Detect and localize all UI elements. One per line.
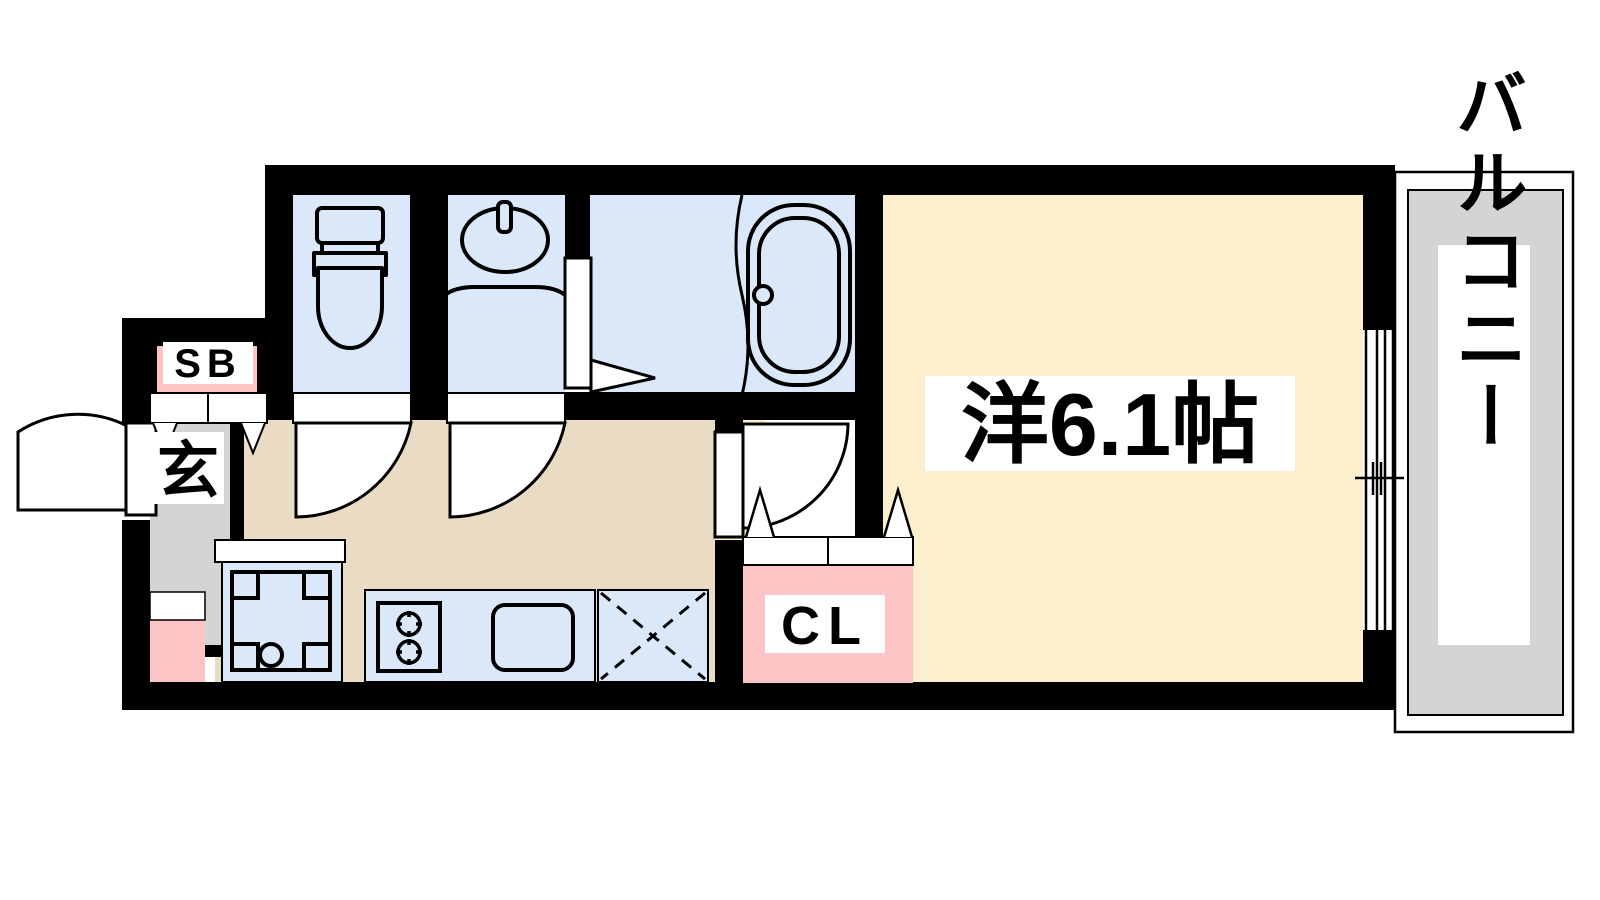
washer-drain-icon (258, 642, 284, 668)
wall-room-right-upper (1363, 165, 1395, 330)
toilet-tank-icon (315, 206, 385, 245)
toilet-fixture-group (312, 206, 388, 350)
stove-burners (396, 611, 422, 665)
toilet-door-swing (294, 421, 413, 519)
bathtub-drain-icon (752, 284, 774, 306)
washbasin-fixture-group (443, 200, 567, 297)
wall-bath-right (855, 165, 883, 420)
toilet-door-header (292, 392, 412, 424)
bath-door[interactable] (563, 256, 656, 394)
closet-open-marker-right (882, 485, 914, 538)
closet-open-marker-left (744, 485, 776, 538)
bath-door-panel[interactable] (563, 256, 593, 390)
toilet-door[interactable] (292, 392, 413, 519)
washer-upper-cabinet[interactable] (214, 539, 346, 563)
bath-door-fold-marker (589, 358, 656, 394)
bathtub-fixture-group (734, 194, 852, 396)
closet-label-backdrop (765, 595, 885, 653)
kitchen-group (364, 589, 709, 683)
wall-top (265, 165, 1395, 195)
washroom-door[interactable] (446, 392, 567, 519)
main-room-label: 洋6.1帖 (961, 375, 1259, 474)
balcony-label-backdrop (1438, 245, 1530, 645)
wall-room-left-top (855, 165, 883, 195)
wall-toilet-washroom (410, 183, 448, 415)
balcony-window-panes (1364, 330, 1395, 630)
balcony-label: バルコニー (1444, 67, 1524, 457)
washroom-door-header (446, 392, 566, 424)
shoe-box-door-left[interactable] (149, 392, 209, 424)
closet-door-left[interactable] (742, 536, 829, 566)
genkan-label-backdrop (152, 432, 224, 504)
shoe-box-door-right[interactable] (207, 392, 268, 424)
room-door[interactable] (713, 422, 850, 539)
room-door-panel[interactable] (713, 430, 745, 539)
closet-label: CL (781, 596, 869, 656)
wall-room-jamb-bottom (715, 540, 743, 710)
washing-machine-pan-icon (230, 570, 332, 672)
wall-room-bottom (743, 682, 1395, 710)
balcony-rail-group (1393, 170, 1575, 734)
wall-wet-left (265, 165, 293, 415)
corridor-storage-door[interactable] (149, 591, 206, 621)
closet-sliding-doors[interactable] (742, 485, 914, 566)
corridor-storage-fill[interactable] (150, 620, 205, 682)
refrigerator-space-icon (600, 591, 706, 681)
wall-room-jamb-top (715, 392, 743, 432)
main-room-label-backdrop (925, 376, 1295, 471)
doors-group (16, 256, 1404, 630)
balcony-window-opening (1363, 330, 1395, 630)
faucet-icon (496, 200, 513, 234)
kitchen-sink-icon[interactable] (491, 603, 575, 672)
washroom-door-swing (448, 421, 567, 519)
toilet-bowl-icon (316, 266, 384, 350)
genkan-label: 玄 (157, 437, 219, 506)
closet-door-right[interactable] (827, 536, 914, 566)
washer-pan-feet (230, 570, 332, 672)
balcony-outline (1393, 170, 1575, 734)
wall-room-right-lower (1363, 630, 1395, 710)
washing-machine-pan-group (214, 539, 346, 683)
wall-entry-left-lower (122, 520, 150, 710)
wall-cl-top (743, 392, 883, 420)
wall-entry-left-upper (122, 318, 150, 428)
wall-room-left-mid (855, 420, 883, 550)
shoe-box-open-marker-right (240, 422, 266, 456)
entrance-door-panel[interactable] (124, 421, 158, 517)
entrance-door-swing-arc (16, 412, 133, 512)
shoe-box-label-backdrop (163, 342, 253, 384)
shoe-box-label: SB (174, 342, 242, 386)
vanity-counter-edge-icon (443, 285, 567, 297)
wall-genkan-right (230, 420, 244, 540)
bath-washing-divider-icon (734, 194, 750, 396)
balcony-sliding-window[interactable] (1355, 330, 1404, 630)
entrance-door[interactable] (16, 412, 158, 517)
labels-group: 洋6.1帖 玄 SB CL バルコニー (152, 67, 1530, 656)
